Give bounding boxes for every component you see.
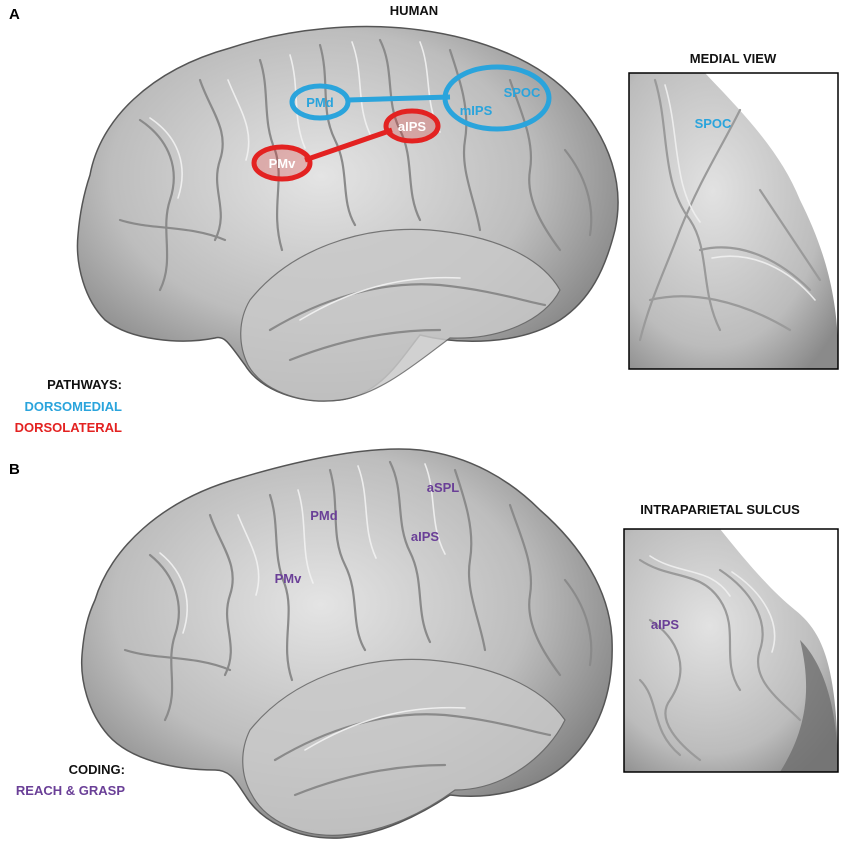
legend-pathways: PATHWAYS: DORSOMEDIAL DORSOLATERAL [15, 377, 122, 435]
region-pmv-a: PMv [269, 156, 297, 171]
pmd-circle [289, 83, 351, 121]
legend-reach-grasp: REACH & GRASP [16, 783, 125, 798]
inset-a-title: MEDIAL VIEW [690, 51, 777, 66]
region-aips-b: aIPS [411, 529, 440, 544]
region-pmd-b: PMd [310, 508, 338, 523]
aips-circle [383, 108, 441, 144]
region-pmd-a: PMd [306, 95, 334, 110]
legend-coding: CODING: REACH & GRASP [16, 762, 125, 798]
pathways-a: PMd SPOC mIPS aIPS PMv [251, 64, 552, 182]
inset-medial-view: SPOC [628, 72, 839, 370]
region-mips-a: mIPS [460, 103, 493, 118]
legend-pathways-heading: PATHWAYS: [47, 377, 122, 392]
dorsomedial-connection [347, 94, 451, 103]
spoc-mips-circle [442, 64, 552, 132]
region-aips-inset: aIPS [651, 617, 680, 632]
legend-dorsomedial: DORSOMEDIAL [25, 399, 123, 414]
region-aips-a: aIPS [398, 119, 427, 134]
inset-b-frame [623, 528, 839, 773]
inset-a-frame [628, 72, 839, 370]
region-spoc-inset: SPOC [695, 116, 732, 131]
legend-coding-heading: CODING: [69, 762, 125, 777]
pmv-circle [251, 144, 313, 182]
panel-a-title: HUMAN [390, 3, 438, 18]
region-aspl-b: aSPL [427, 480, 460, 495]
brain-lateral-a [76, 25, 619, 402]
region-pmv-b: PMv [275, 571, 303, 586]
panel-b-letter: B [9, 461, 20, 478]
region-spoc-a: SPOC [504, 85, 541, 100]
inset-b-title: INTRAPARIETAL SULCUS [640, 502, 800, 517]
regions-b: PMd PMv aSPL aIPS [275, 480, 460, 586]
legend-dorsolateral: DORSOLATERAL [15, 420, 122, 435]
dorsolateral-connection [304, 127, 393, 163]
inset-intraparietal-sulcus: aIPS [623, 528, 839, 773]
brain-lateral-b [80, 448, 613, 839]
panel-a-letter: A [9, 6, 20, 23]
